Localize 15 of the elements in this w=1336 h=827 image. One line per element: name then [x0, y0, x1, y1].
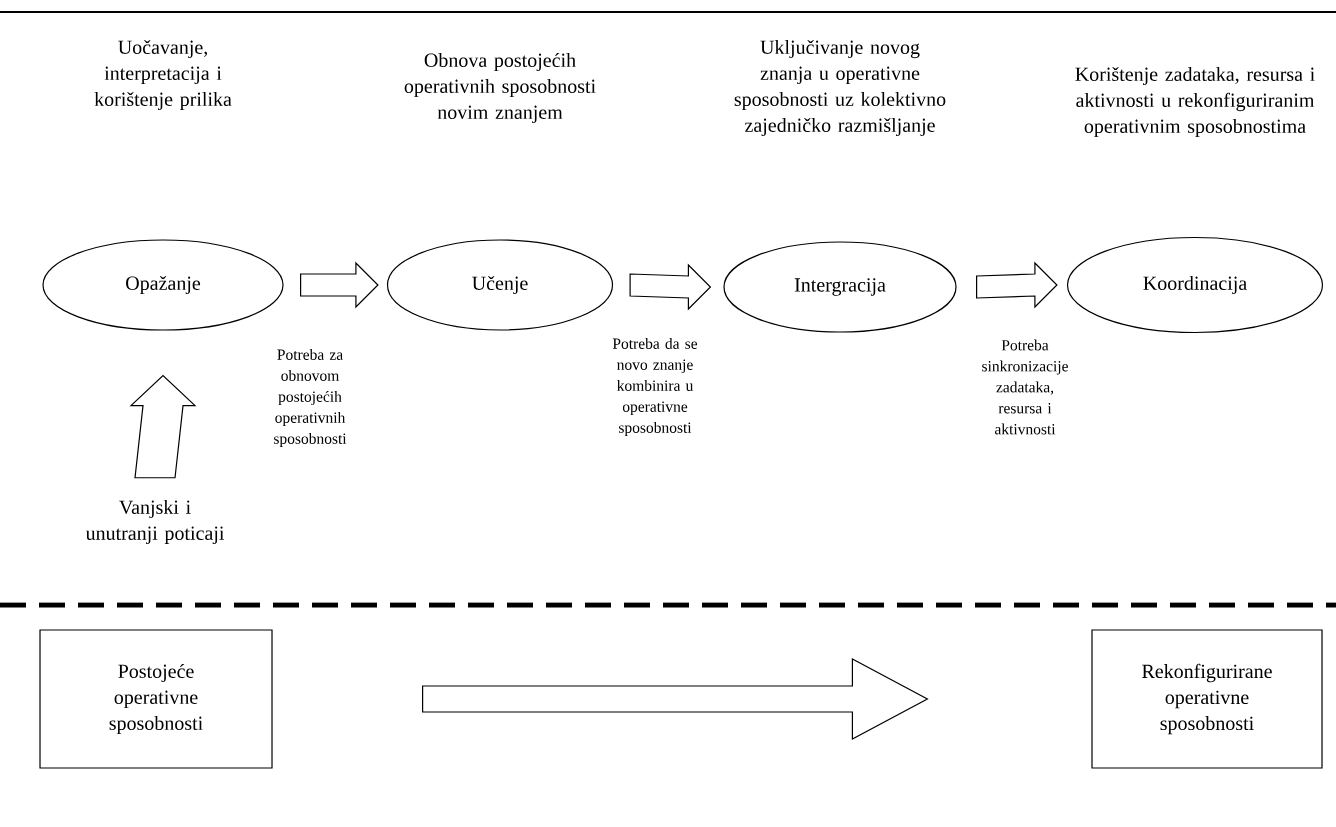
block-arrow	[129, 374, 197, 479]
description-text: Obnova postojećih operativnih sposobnosti novim znanjem	[404, 52, 596, 124]
edge-label: Potreba za obnovom postojećih operativnih sposobnosti	[274, 348, 347, 447]
block-arrow	[300, 261, 379, 309]
state-box: Postojeće operativne sposobnosti	[39, 629, 273, 769]
description-text: Uočavanje, interpretacija i korištenje prilika	[94, 39, 232, 111]
input-text: Vanjski i unutranji poticaji	[85, 499, 225, 545]
edge-label: Potreba da se novo znanje kombinira u operativne sposobnosti	[612, 337, 698, 436]
edge-label: Potreba sinkronizacije zadataka, resursa i aktivnosti	[982, 339, 1068, 435]
description-text: Korištenje zadataka, resursa i aktivnosti u rekonfiguriranim operativnim sposobnostima	[1075, 66, 1315, 138]
state-box: Rekonfigurirane operativne sposobnosti	[1091, 629, 1323, 769]
description-text: Uključivanje novog znanja u operativne sposobnosti uz kolektivno zajedničko razmišljanje	[734, 39, 946, 137]
block-arrow	[422, 658, 929, 740]
block-arrow	[629, 263, 712, 311]
block-arrow	[976, 261, 1058, 309]
